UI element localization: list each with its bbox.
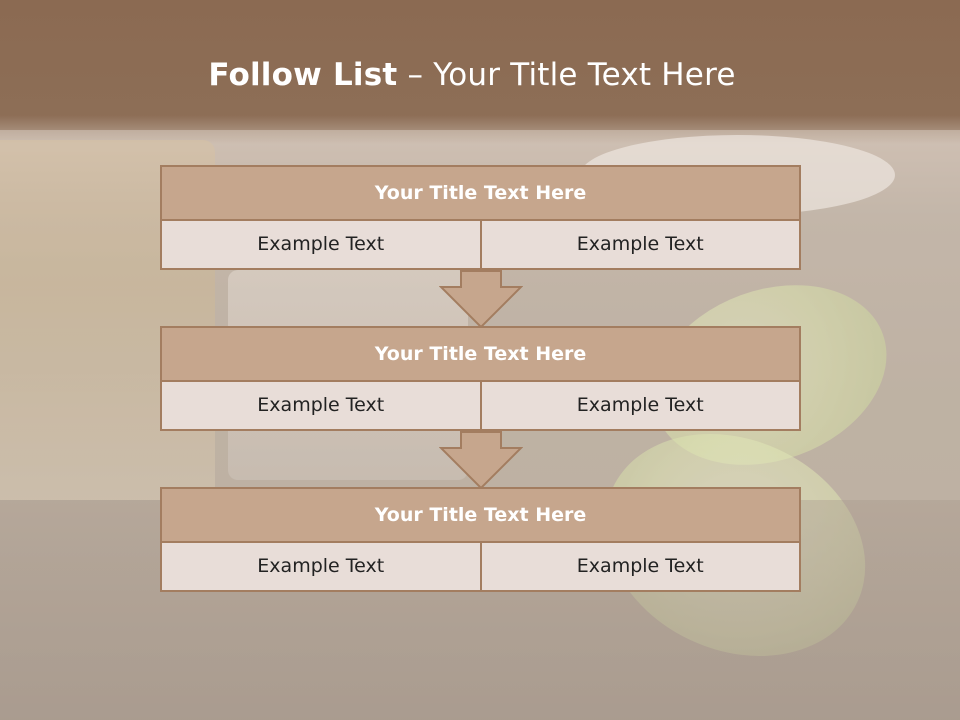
follow-block-2[interactable]: Your Title Text Here Example Text Exampl… xyxy=(160,326,801,431)
page-title: Follow List – Your Title Text Here xyxy=(0,52,944,98)
page-title-rest: – Your Title Text Here xyxy=(397,57,736,93)
down-arrow-icon xyxy=(439,431,523,490)
block-title[interactable]: Your Title Text Here xyxy=(160,326,801,382)
follow-block-3[interactable]: Your Title Text Here Example Text Exampl… xyxy=(160,487,801,592)
follow-block-1[interactable]: Your Title Text Here Example Text Exampl… xyxy=(160,165,801,270)
block-title[interactable]: Your Title Text Here xyxy=(160,487,801,543)
block-cell-left[interactable]: Example Text xyxy=(160,543,480,592)
block-cell-right[interactable]: Example Text xyxy=(479,221,801,270)
block-row: Example Text Example Text xyxy=(160,543,801,592)
block-title[interactable]: Your Title Text Here xyxy=(160,165,801,221)
block-cell-left[interactable]: Example Text xyxy=(160,221,480,270)
block-cell-left[interactable]: Example Text xyxy=(160,382,480,431)
block-cell-right[interactable]: Example Text xyxy=(479,382,801,431)
block-row: Example Text Example Text xyxy=(160,221,801,270)
block-row: Example Text Example Text xyxy=(160,382,801,431)
down-arrow-icon xyxy=(439,270,523,329)
page-title-bold: Follow List xyxy=(208,57,398,93)
block-cell-right[interactable]: Example Text xyxy=(479,543,801,592)
